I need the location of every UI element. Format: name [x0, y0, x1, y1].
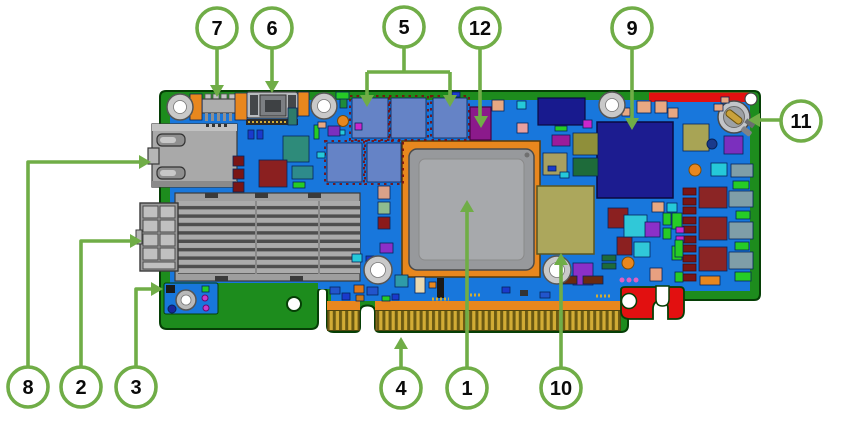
callout-9-circle: [610, 6, 654, 50]
svg-text:4: 4: [395, 378, 407, 400]
callout-12-circle: [458, 6, 502, 50]
callouts: 7 6 5 12 9 11: [6, 5, 823, 410]
callout-4-circle: [379, 366, 423, 410]
red-hook: [620, 285, 685, 320]
callout-5: 5: [360, 5, 457, 107]
mounting-hole: [598, 91, 626, 119]
callout-3: 3: [114, 282, 163, 409]
callout-2: 2: [59, 234, 142, 409]
callout-4: 4: [379, 337, 423, 410]
svg-text:9: 9: [626, 18, 637, 40]
svg-text:11: 11: [790, 111, 811, 133]
memory-chips: [324, 95, 470, 185]
callout-3-circle: [114, 365, 158, 409]
mounting-hole: [363, 255, 393, 285]
led-component: [166, 285, 175, 293]
usb-connector: [245, 91, 299, 125]
sfp-cage: [135, 192, 361, 282]
small-components: [166, 91, 754, 314]
svg-text:1: 1: [461, 378, 472, 400]
capacitor-bank: [682, 187, 697, 282]
tab-hole: [286, 296, 302, 312]
mounting-hole: [175, 289, 197, 311]
chip-10-target: [536, 185, 595, 255]
callout-6-circle: [250, 6, 294, 50]
callout-10-circle: [539, 366, 583, 410]
svg-text:12: 12: [469, 18, 491, 40]
connectors: [135, 91, 756, 282]
heatsink-fins: [178, 201, 360, 274]
callout-1-circle: [445, 366, 489, 410]
svg-text:2: 2: [75, 377, 86, 399]
callout-7-circle: [195, 6, 239, 50]
red-top-strip: [649, 92, 749, 102]
callout-9: 9: [610, 6, 654, 130]
callout-1: 1: [445, 200, 489, 410]
callout-8-circle: [6, 365, 50, 409]
callout-5-circle: [382, 5, 426, 49]
callout-7: 7: [195, 6, 239, 97]
callout-2-circle: [59, 365, 103, 409]
svg-text:3: 3: [130, 377, 141, 399]
chip-9-target: [596, 121, 674, 199]
callout-10: 10: [539, 253, 583, 410]
rj45-connector: [147, 123, 238, 188]
bracket-hole: [744, 92, 758, 106]
gold-fingers-long: [376, 311, 620, 330]
sfp-bezel: [135, 202, 179, 272]
navy-chip: [537, 97, 586, 126]
callout-6: 6: [250, 6, 294, 93]
svg-text:6: 6: [266, 18, 277, 40]
callout-11: 11: [748, 99, 823, 143]
svg-text:8: 8: [22, 377, 33, 399]
coax-socket: [717, 100, 756, 137]
mounting-hole: [166, 93, 194, 121]
svg-text:5: 5: [398, 17, 409, 39]
callout-11-circle: [779, 99, 823, 143]
mounting-hole: [310, 92, 338, 120]
gold-fingers-short: [328, 311, 359, 330]
callout-8: 8: [6, 155, 151, 409]
callout-12: 12: [458, 6, 502, 128]
svg-text:7: 7: [211, 18, 222, 40]
svg-text:10: 10: [550, 378, 572, 400]
